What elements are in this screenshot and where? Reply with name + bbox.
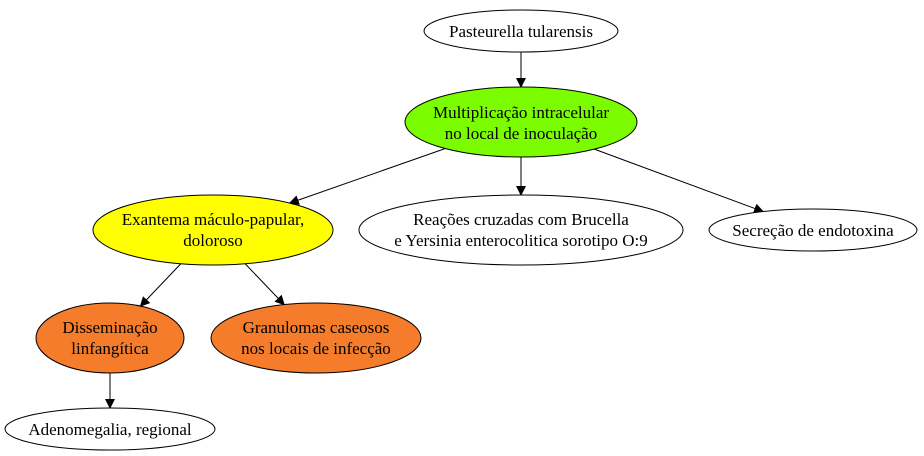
node-pasteurella-shape: [423, 9, 619, 53]
node-disseminacao-label-line-1: Disseminação: [62, 318, 157, 337]
node-disseminacao-label-line-2: linfangítica: [71, 339, 149, 358]
node-disseminacao: Disseminação linfangítica: [35, 302, 185, 374]
node-multiplicacao-label-line-1: Multiplicação intracelular: [433, 103, 609, 122]
node-adenomegalia-shape: [4, 407, 216, 451]
node-pasteurella-label: Pasteurella tularensis: [449, 22, 593, 41]
edges-layer: [105, 52, 765, 409]
node-reacoes-shape: [358, 194, 684, 266]
node-multiplicacao-shape: [404, 86, 638, 158]
node-secrecao-label: Secreção de endotoxina: [732, 221, 894, 240]
node-secrecao-shape: [708, 208, 918, 252]
node-granulomas: Granulomas caseosos nos locais de infecç…: [210, 302, 422, 374]
node-adenomegalia: Adenomegalia, regional: [4, 407, 216, 451]
node-pasteurella: Pasteurella tularensis: [423, 9, 619, 53]
node-multiplicacao: Multiplicação intracelular no local de i…: [404, 86, 638, 158]
node-adenomegalia-label: Adenomegalia, regional: [28, 420, 192, 439]
node-granulomas-shape: [210, 302, 422, 374]
node-exantema: Exantema máculo-papular, doloroso: [92, 194, 334, 266]
node-reacoes: Reações cruzadas com Brucella e Yersinia…: [358, 194, 684, 266]
node-granulomas-label-line-2: nos locais de infecção: [241, 339, 391, 358]
node-exantema-shape: [92, 194, 334, 266]
node-exantema-label-line-2: doloroso: [183, 231, 243, 250]
edge-exantema-to-granulomas: [244, 263, 285, 306]
edge-multiplicacao-to-secrecao: [594, 148, 765, 214]
node-granulomas-label-line-1: Granulomas caseosos: [243, 318, 390, 337]
node-reacoes-label-line-2: e Yersinia enterocolitica sorotipo O:9: [394, 231, 648, 250]
node-exantema-label-line-1: Exantema máculo-papular,: [122, 210, 304, 229]
node-secrecao: Secreção de endotoxina: [708, 208, 918, 252]
node-disseminacao-shape: [35, 302, 185, 374]
node-reacoes-label-line-1: Reações cruzadas com Brucella: [413, 210, 629, 229]
edge-exantema-to-disseminacao: [139, 263, 182, 307]
edge-multiplicacao-to-exantema: [288, 148, 446, 205]
node-multiplicacao-label-line-2: no local de inoculação: [445, 124, 597, 143]
